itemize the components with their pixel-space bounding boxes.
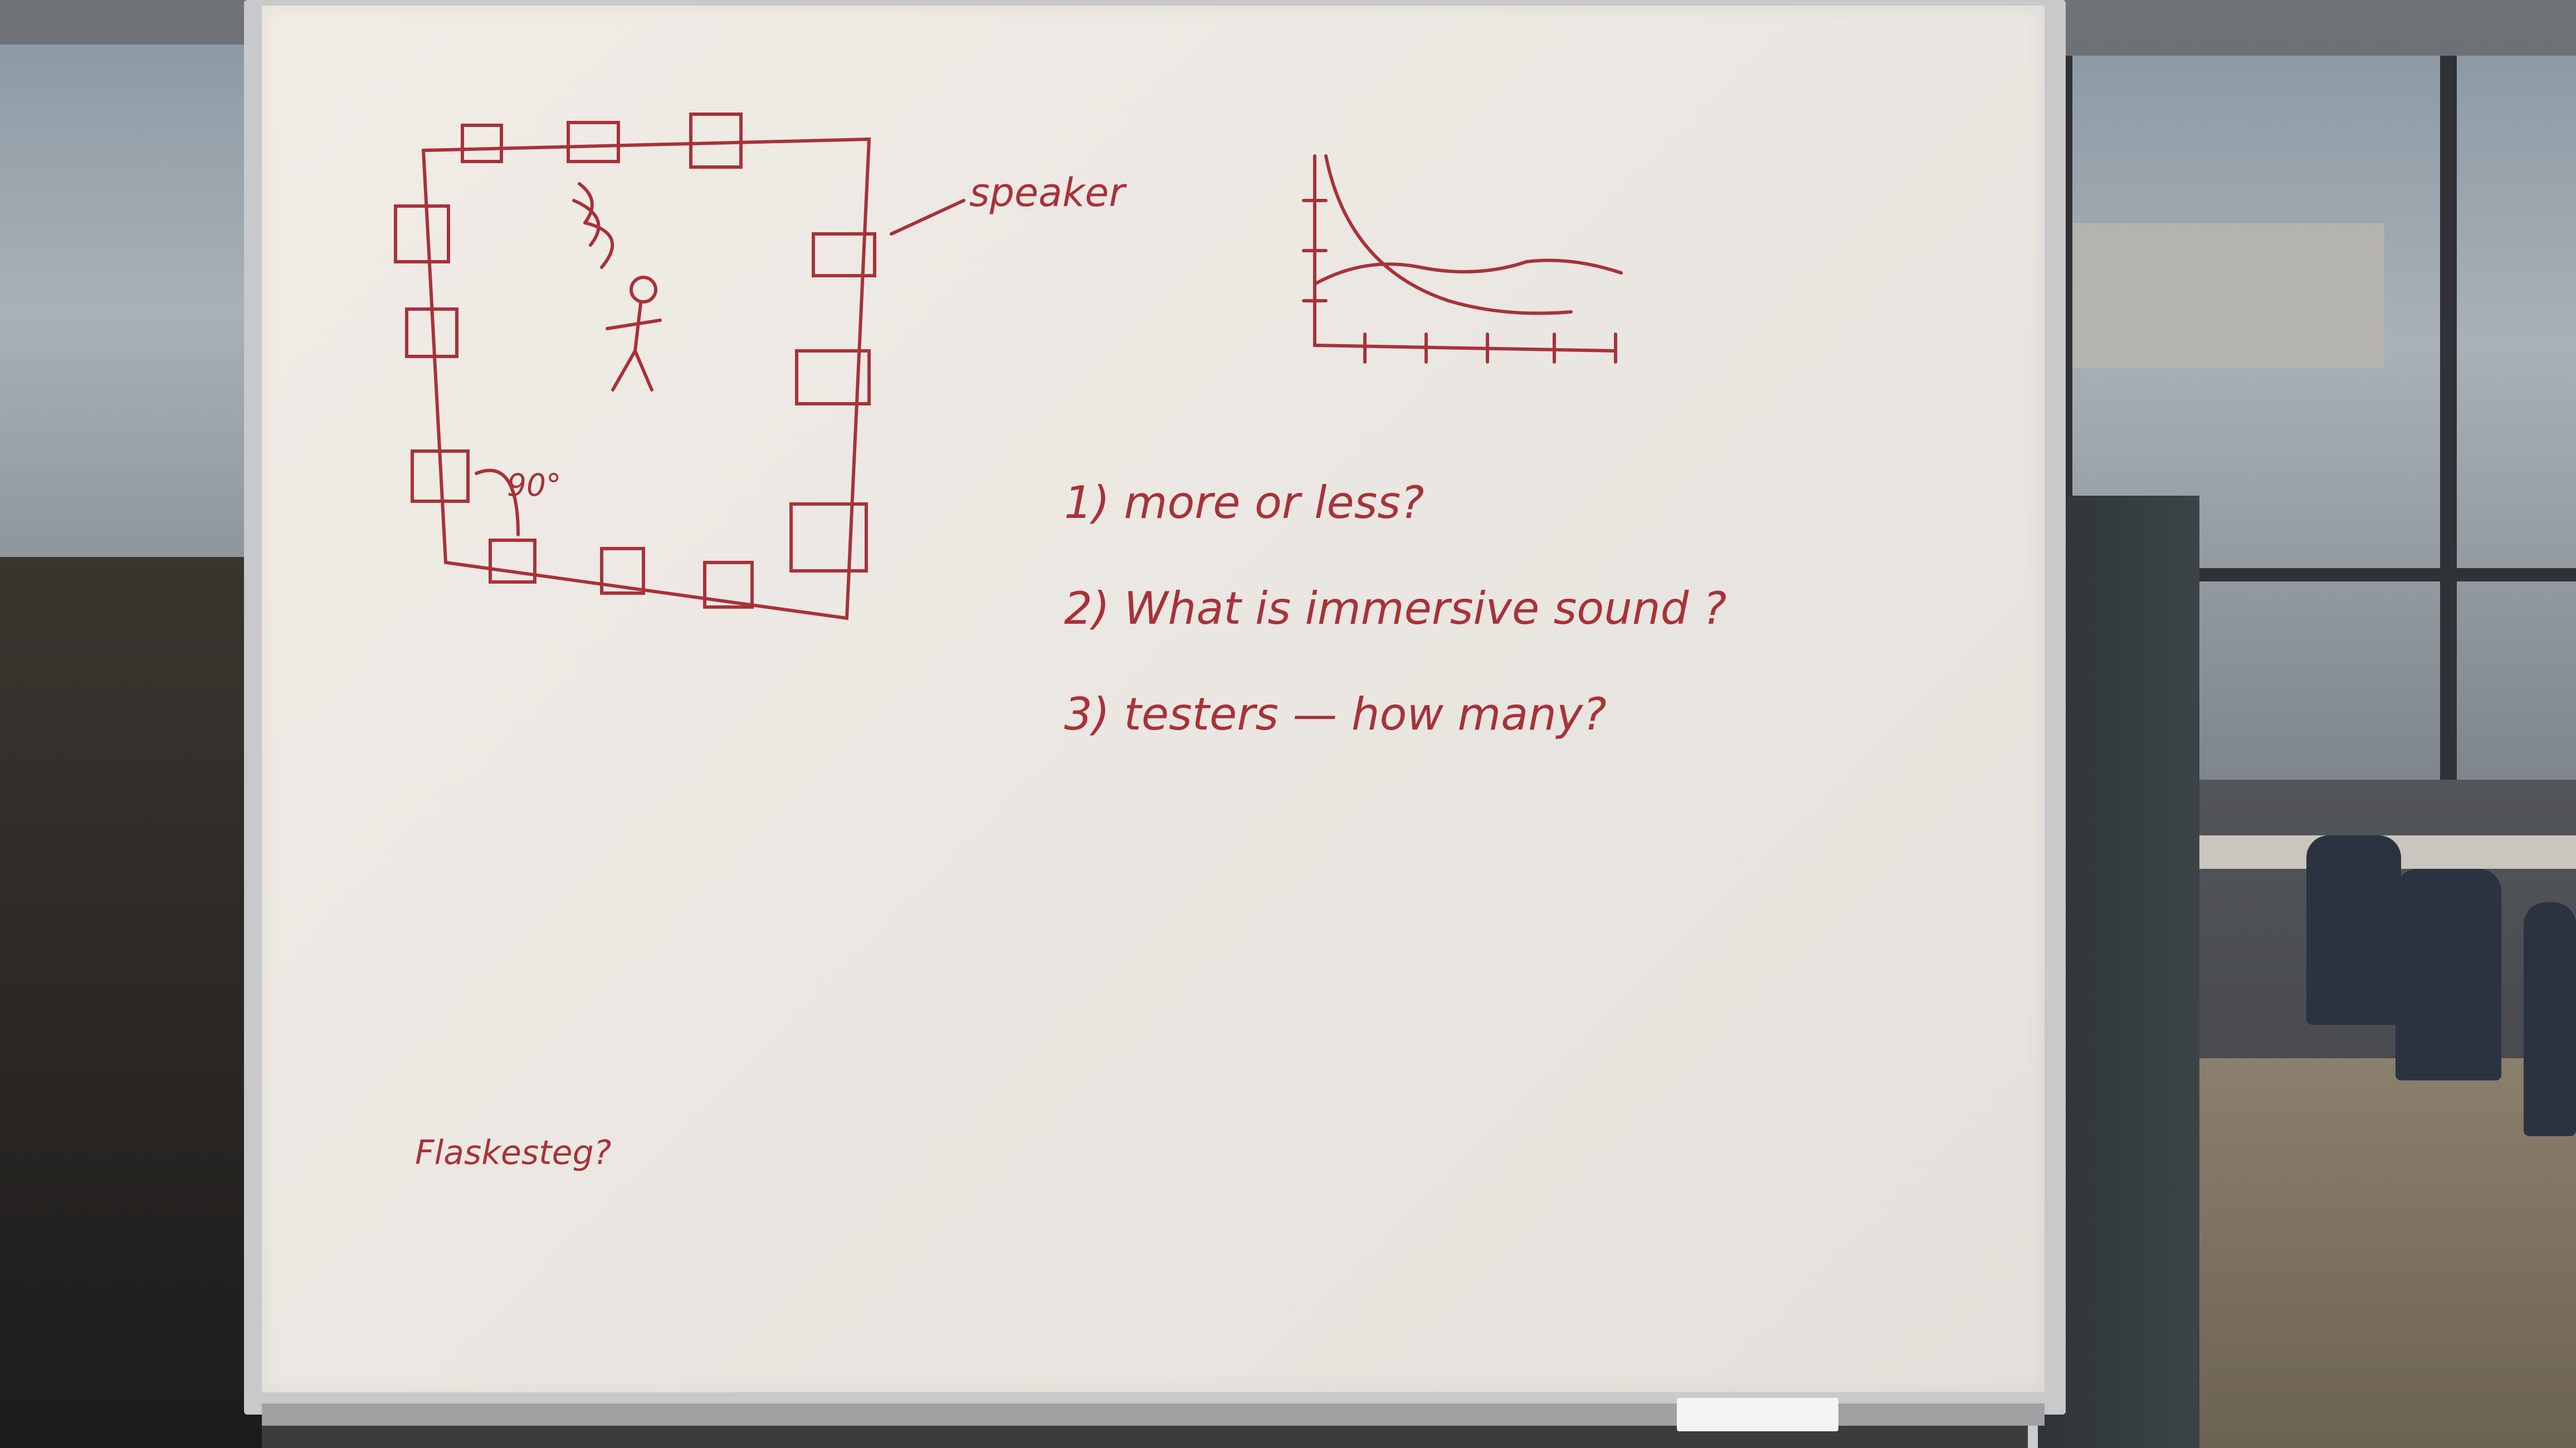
speaker-box bbox=[795, 349, 871, 405]
graph-x-ticks bbox=[1363, 332, 1617, 364]
outside-building bbox=[2061, 223, 2384, 368]
room-diagram bbox=[394, 112, 965, 620]
sound-wave bbox=[583, 221, 614, 269]
speaker-box bbox=[394, 204, 450, 263]
sound-wave bbox=[572, 199, 601, 247]
chair bbox=[2524, 902, 2576, 1136]
speaker-box bbox=[461, 124, 503, 163]
graph-decay-curve bbox=[1324, 154, 1573, 315]
question-2: 2) What is immersive sound ? bbox=[1064, 583, 1726, 634]
angle-arc bbox=[475, 468, 520, 536]
speaker-box bbox=[812, 232, 876, 277]
chair bbox=[2396, 869, 2501, 1080]
question-1: 1) more or less? bbox=[1064, 477, 1424, 529]
sound-wave bbox=[578, 182, 594, 224]
graph-flat-curve bbox=[1313, 258, 1623, 286]
speaker-box bbox=[703, 561, 754, 609]
speaker-pointer-line bbox=[890, 199, 965, 236]
decay-graph bbox=[1302, 154, 1623, 364]
chair bbox=[2306, 835, 2401, 1025]
graph-y-ticks bbox=[1302, 199, 1328, 302]
bottom-note: Flaskesteg? bbox=[415, 1133, 612, 1172]
angle-label: 90° bbox=[507, 467, 562, 503]
whiteboard bbox=[262, 6, 2045, 1392]
speaker-label: speaker bbox=[969, 170, 1127, 216]
speaker-box bbox=[411, 449, 470, 503]
speaker-box bbox=[689, 112, 743, 169]
speaker-box bbox=[489, 539, 536, 584]
speaker-box bbox=[789, 502, 868, 573]
people-in-background bbox=[0, 557, 262, 1448]
stick-figure-head bbox=[630, 276, 657, 304]
speaker-box bbox=[600, 547, 645, 595]
graph-axes bbox=[1313, 154, 1617, 353]
question-3: 3) testers — how many? bbox=[1064, 688, 1607, 740]
speaker-box bbox=[567, 121, 620, 163]
whiteboard-eraser bbox=[1677, 1398, 1838, 1431]
speaker-box bbox=[405, 307, 458, 358]
stick-figure-body bbox=[606, 302, 662, 392]
window-mullion bbox=[2440, 56, 2457, 780]
room-outline bbox=[421, 137, 871, 620]
